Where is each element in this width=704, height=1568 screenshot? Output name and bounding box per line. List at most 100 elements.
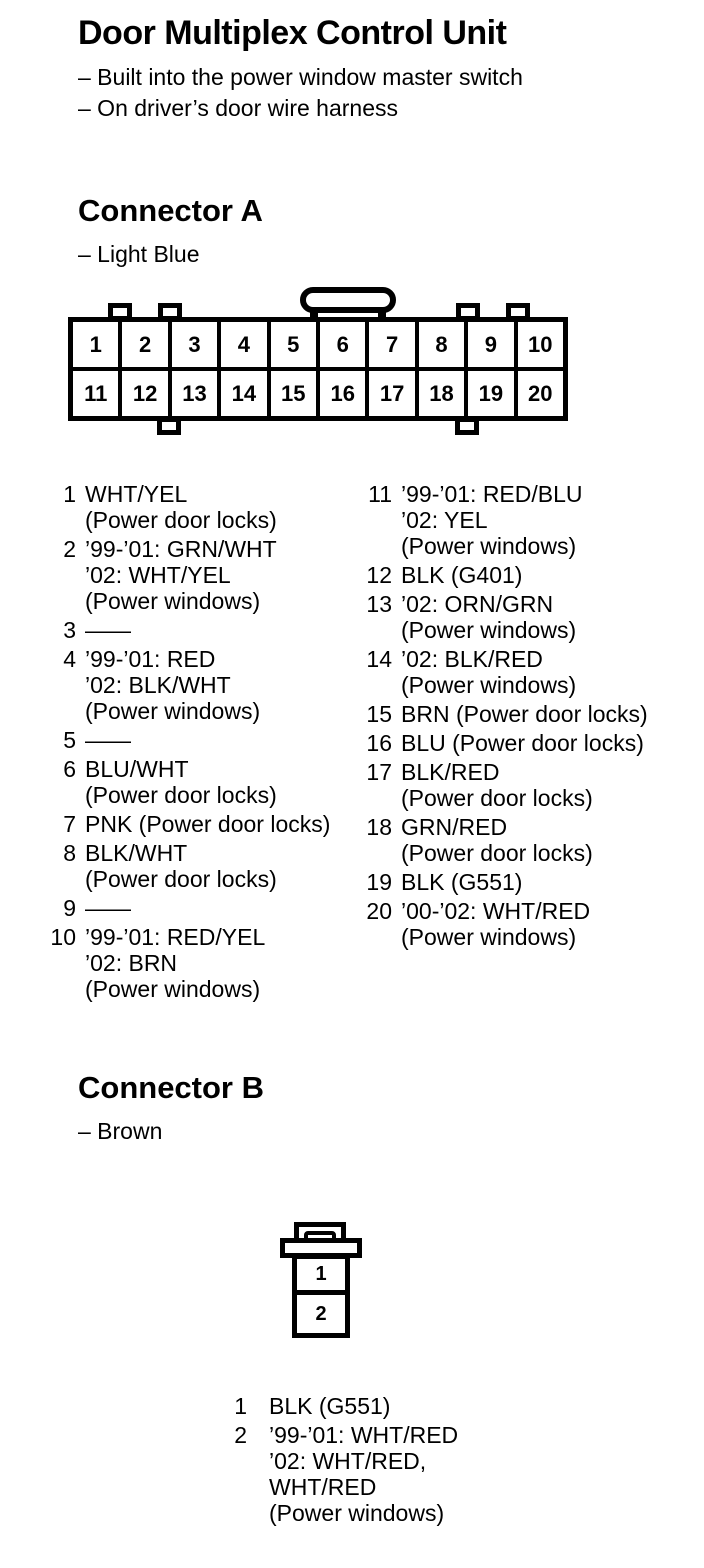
pin-entry: 8 BLK/WHT (Power door locks) [50,840,370,892]
connector-a-color-note: – Light Blue [78,241,200,267]
pin-cell: 2 [315,1302,327,1325]
pin-description: —— [85,727,131,753]
pin-line: ’02: ORN/GRN [401,591,554,617]
pin-line: —— [85,727,131,753]
pin-description: ’02: BLK/RED (Power windows) [401,646,576,698]
pin-entry: 11 ’99-’01: RED/BLU ’02: YEL (Power wind… [366,481,696,559]
pin-line: GRN/RED [401,814,508,840]
pin-line: (Power windows) [85,976,261,1002]
pin-description: ’99-’01: RED ’02: BLK/WHT (Power windows… [85,646,260,724]
connector-a-heading: Connector A [78,193,263,228]
pin-number: 14 [366,646,392,672]
pin-number: 1 [63,481,76,507]
pin-cell: 7 [369,322,415,367]
pin-cell: 1 [297,1259,345,1295]
connector-flange [280,1238,362,1258]
pin-cell: 11 [73,371,119,416]
pin-line: ’99-’01: RED/YEL [85,924,266,950]
pin-line: BRN (Power door locks) [401,701,648,727]
pin-line: ’02: WHT/YEL [85,562,231,588]
pin-line: BLU (Power door locks) [401,730,644,756]
pin-number: 13 [366,591,392,617]
pin-description: ’02: ORN/GRN (Power windows) [401,591,576,643]
pin-description: GRN/RED (Power door locks) [401,814,593,866]
pin-description: BLK/RED (Power door locks) [401,759,593,811]
pin-cell: 8 [418,322,465,367]
pin-entry: 1 BLK (G551) [233,1393,458,1419]
pin-cell: 2 [122,322,168,367]
pin-entry: 5 —— [50,727,370,753]
pin-description: BLK (G551) [269,1393,390,1419]
connector-latch-leg [310,309,318,321]
pin-description: BLU (Power door locks) [401,730,644,756]
pin-number: 12 [366,562,392,588]
connector-b-pin-grid: 1 2 [292,1254,350,1338]
pin-line: ’02: BRN [85,950,178,976]
pin-line: ’02: WHT/RED, [269,1448,427,1474]
pin-line: BLK (G551) [401,869,523,895]
subnote-line: – Built into the power window master swi… [78,64,523,90]
subnote-line: – On driver’s door wire harness [78,95,399,121]
pin-line: ’02: YEL [401,507,488,533]
pin-line: (Power door locks) [401,840,593,866]
pin-line: (Power door locks) [85,507,277,533]
pin-entry: 10 ’99-’01: RED/YEL ’02: BRN (Power wind… [50,924,370,1002]
pin-line: (Power windows) [85,588,261,614]
pin-line: (Power windows) [269,1500,445,1526]
pin-description: WHT/YEL (Power door locks) [85,481,277,533]
pin-entry: 15 BRN (Power door locks) [366,701,696,727]
pin-cell: 20 [517,371,563,416]
connector-b-pin-list: 1 BLK (G551) 2 ’99-’01: WHT/RED ’02: WHT… [233,1393,458,1529]
connector-a-pin-list-left: 1 WHT/YEL (Power door locks) 2 ’99-’01: … [50,481,370,1005]
pin-cell: 13 [171,371,218,416]
pin-number: 8 [63,840,76,866]
pin-line: ’02: BLK/RED [401,646,543,672]
pin-line: (Power windows) [85,698,261,724]
pin-description: BLK (G401) [401,562,522,588]
pin-entry: 7 PNK (Power door locks) [50,811,370,837]
pin-entry: 6 BLU/WHT (Power door locks) [50,756,370,808]
pin-line: (Power windows) [401,672,577,698]
pin-line: ’00-’02: WHT/RED [401,898,591,924]
pin-line: BLU/WHT [85,756,189,782]
pin-entry: 20 ’00-’02: WHT/RED (Power windows) [366,898,696,950]
pin-line: (Power windows) [401,924,577,950]
pin-cell: 5 [270,322,316,367]
pin-line: (Power windows) [401,533,577,559]
pin-line: PNK (Power door locks) [85,811,331,837]
pin-line: WHT/YEL [85,481,188,507]
pin-description: —— [85,895,131,921]
pin-description: PNK (Power door locks) [85,811,330,837]
pin-entry: 9 —— [50,895,370,921]
pin-description: ’00-’02: WHT/RED (Power windows) [401,898,590,950]
pin-line: —— [85,895,131,921]
pin-cell: 3 [171,322,218,367]
pin-line: BLK (G401) [401,562,523,588]
pin-entry: 2 ’99-’01: WHT/RED ’02: WHT/RED, WHT/RED… [233,1422,458,1526]
pin-number: 17 [366,759,392,785]
pin-description: ’99-’01: RED/BLU ’02: YEL (Power windows… [401,481,583,559]
pin-entry: 13 ’02: ORN/GRN (Power windows) [366,591,696,643]
pin-description: ’99-’01: GRN/WHT ’02: WHT/YEL (Power win… [85,536,277,614]
pin-entry: 1 WHT/YEL (Power door locks) [50,481,370,533]
pin-number: 3 [63,617,76,643]
connector-b-diagram: 1 2 [280,1222,362,1340]
pin-number: 1 [234,1393,247,1419]
pin-cell: 1 [73,322,119,367]
pin-entry: 18 GRN/RED (Power door locks) [366,814,696,866]
pin-number: 20 [366,898,392,924]
connector-a-diagram: 1 2 3 4 5 6 7 8 9 10 11 12 13 14 15 16 1… [60,283,580,439]
pin-entry: 16 BLU (Power door locks) [366,730,696,756]
pin-number: 5 [63,727,76,753]
pin-line: ’99-’01: RED/BLU [401,481,583,507]
pin-cell: 17 [369,371,415,416]
pin-number: 4 [63,646,76,672]
pin-cell: 4 [221,322,267,367]
pin-cell: 10 [517,322,563,367]
pin-cell: 9 [468,322,514,367]
pin-entry: 14 ’02: BLK/RED (Power windows) [366,646,696,698]
pin-line: ’99-’01: RED [85,646,216,672]
pin-entry: 4 ’99-’01: RED ’02: BLK/WHT (Power windo… [50,646,370,724]
pin-description: BLU/WHT (Power door locks) [85,756,277,808]
connector-latch-handle [300,287,396,313]
